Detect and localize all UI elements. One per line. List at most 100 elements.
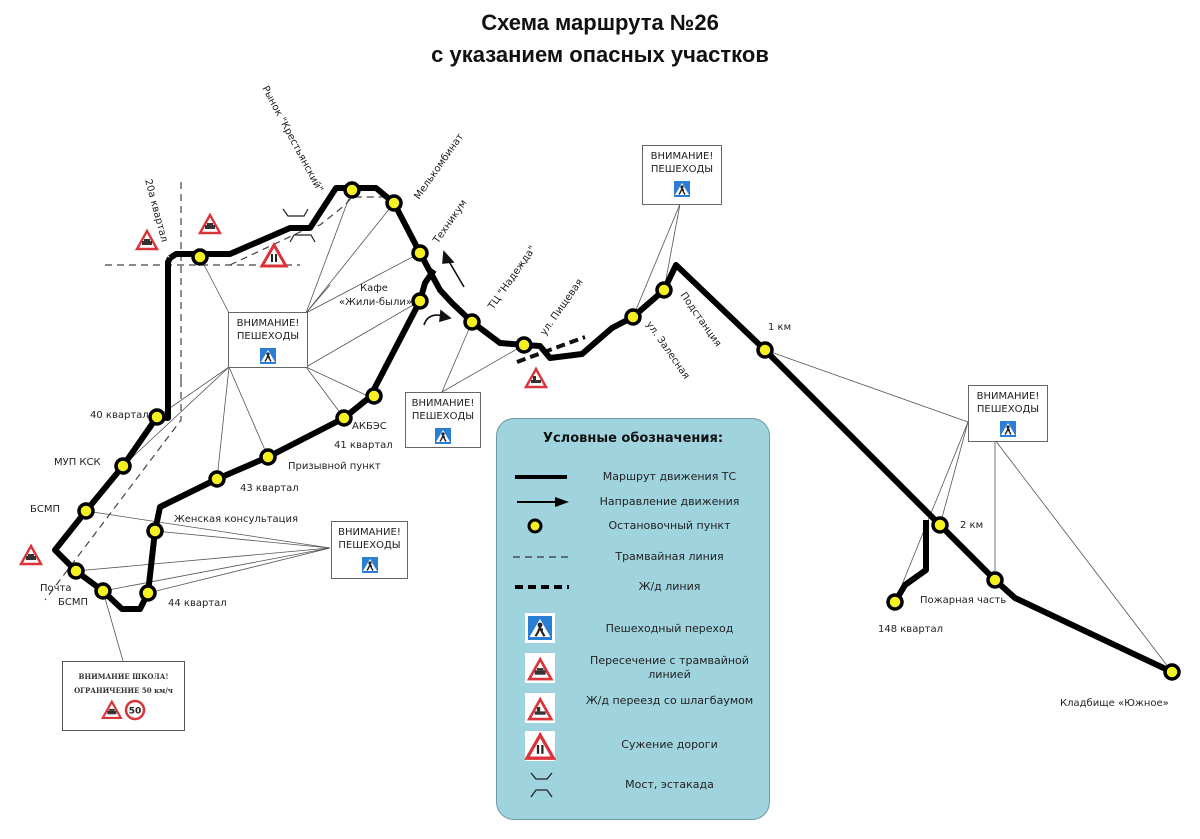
- stop-1km: [756, 341, 774, 359]
- stop-label: 44 квартал: [168, 598, 227, 609]
- stop-point-icon: [527, 518, 543, 534]
- stop-label: ТЦ "Надежда": [486, 244, 539, 313]
- legend-label: Остановочный пункт: [608, 519, 731, 532]
- stop-148: [886, 593, 904, 611]
- stop-40: [148, 408, 166, 426]
- stop-label: Кафе: [360, 283, 388, 294]
- warning-line-2: ПЕШЕХОДЫ: [650, 164, 714, 175]
- stop-melkombinat: [385, 194, 403, 212]
- speed-limit-icon: [124, 699, 145, 721]
- stop-kladbishche: [1163, 663, 1181, 681]
- stop-label: Кладбище «Южное»: [1060, 698, 1169, 709]
- stop-2km: [931, 516, 949, 534]
- railway-crossing-barrier-icon: [525, 693, 555, 723]
- pedestrian-crossing-icon: [359, 555, 380, 575]
- pedestrian-warning-box: ВНИМАНИЕ! ПЕШЕХОДЫ: [642, 145, 722, 205]
- stop-44: [139, 584, 157, 602]
- bridge-symbol: [282, 208, 316, 243]
- tram-crossing-sign: [196, 211, 224, 236]
- pedestrian-crossing-icon: [258, 346, 278, 366]
- legend-label: Трамвайная линия: [615, 550, 724, 563]
- bridge-icon: [530, 772, 553, 798]
- legend-label: Направление движения: [599, 495, 740, 508]
- legend-item: Мост, эстакада: [497, 771, 769, 799]
- stop-label: ул. Пищевая: [538, 277, 585, 338]
- stop-label: 41 квартал: [334, 440, 393, 451]
- route-line: [52, 185, 1174, 675]
- stop-pochta: [67, 562, 85, 580]
- school-signs: 50: [99, 698, 145, 721]
- stop-label: МУП КСК: [54, 457, 101, 468]
- school-warning-line-2: ОГРАНИЧЕНИЕ 50 км/ч: [74, 686, 173, 695]
- warning-line-1: ВНИМАНИЕ!: [338, 527, 401, 538]
- legend-label: Сужение дороги: [621, 738, 718, 751]
- school-warning-line-1: ВНИМАНИЕ ШКОЛА!: [78, 672, 169, 681]
- tram-crossing-icon: [525, 653, 555, 683]
- legend-title: Условные обозначения:: [542, 431, 724, 446]
- legend-item: Направление движения: [497, 488, 769, 516]
- legend-item: Маршрут движения ТС: [497, 463, 769, 491]
- stop-tekhnikum: [411, 244, 429, 262]
- route-line-icon: [515, 475, 567, 479]
- stop-label: Рынок "Крестьянский": [259, 84, 325, 194]
- warning-line-2: ПЕШЕХОДЫ: [236, 331, 300, 342]
- direction-arrow-icon: [517, 497, 569, 507]
- stop-bsmp-bottom: [94, 582, 112, 600]
- tram-crossing-sign: [17, 542, 45, 567]
- railway-crossing-sign: [522, 365, 550, 390]
- stop-label: 2 км: [960, 520, 983, 531]
- stop-label: Мелькомбинат: [412, 131, 466, 201]
- pedestrian-warning-box: ВНИМАНИЕ! ПЕШЕХОДЫ: [331, 521, 408, 579]
- stop-rynok: [343, 181, 361, 199]
- stop-akbes: [365, 387, 383, 405]
- tram-line-icon: [513, 556, 571, 558]
- legend-item: Пересечение с трамвайной линией: [497, 651, 769, 685]
- stop-label: Техникум: [431, 198, 470, 247]
- school-warning-box: ВНИМАНИЕ ШКОЛА! ОГРАНИЧЕНИЕ 50 км/ч 50: [62, 661, 185, 731]
- legend-label: Ж/д линия: [638, 580, 701, 593]
- pedestrian-crossing-icon: [523, 611, 557, 645]
- stop-kafe: [411, 292, 429, 310]
- legend: Условные обозначения: Маршрут движения Т…: [496, 418, 770, 820]
- map-title-line-2: с указанием опасных участков: [431, 42, 769, 67]
- warning-line-2: ПЕШЕХОДЫ: [976, 404, 1040, 415]
- warning-line-1: ВНИМАНИЕ!: [976, 391, 1040, 402]
- pedestrian-warning-box: ВНИМАНИЕ! ПЕШЕХОДЫ: [968, 385, 1048, 442]
- legend-item: Остановочный пункт: [497, 512, 769, 540]
- legend-label: Пешеходный переход: [605, 622, 734, 635]
- stop-label: 148 квартал: [878, 624, 943, 635]
- stops: [67, 181, 1181, 681]
- stop-43: [208, 470, 226, 488]
- legend-item: Трамвайная линия: [497, 543, 769, 571]
- pedestrian-crossing-icon: [672, 179, 692, 199]
- stop-ul-zalesnaya: [624, 308, 642, 326]
- stop-label: АКБЭС: [352, 421, 387, 432]
- warning-line-2: ПЕШЕХОДЫ: [411, 411, 475, 422]
- pedestrian-warning-box: ВНИМАНИЕ! ПЕШЕХОДЫ: [405, 392, 481, 448]
- stop-label: ул. Залесная: [644, 319, 692, 381]
- stop-label: Призывной пункт: [288, 461, 381, 472]
- stop-label: Почта: [40, 583, 72, 594]
- road-narrowing-icon: [525, 731, 556, 761]
- railway-line: [516, 335, 586, 364]
- legend-label: Ж/д переезд со шлагбаумом: [585, 694, 754, 707]
- stop-label: «Жили-были»: [339, 297, 412, 308]
- stop-label: БСМП: [58, 597, 88, 608]
- legend-item: Пешеходный переход: [497, 611, 769, 645]
- stop-podstanciya: [655, 281, 673, 299]
- stop-label: Женская консультация: [174, 514, 298, 525]
- legend-label: Пересечение с трамвайной линией: [590, 654, 749, 681]
- warning-line-2: ПЕШЕХОДЫ: [338, 540, 401, 551]
- speed-limit-value: 50: [128, 707, 141, 717]
- direction-arrow: [423, 250, 465, 326]
- stop-prizyvnoy: [259, 448, 277, 466]
- stop-pozharnaya: [986, 571, 1004, 589]
- stop-mup-ksk: [114, 457, 132, 475]
- warning-line-1: ВНИМАНИЕ!: [236, 318, 300, 329]
- warning-line-1: ВНИМАНИЕ!: [411, 398, 475, 409]
- pedestrian-warning-box: ВНИМАНИЕ! ПЕШЕХОДЫ: [228, 312, 308, 368]
- legend-item: Ж/д линия: [497, 573, 769, 601]
- legend-item: Сужение дороги: [497, 729, 769, 763]
- stop-41: [335, 409, 353, 427]
- stop-20a: [191, 248, 209, 266]
